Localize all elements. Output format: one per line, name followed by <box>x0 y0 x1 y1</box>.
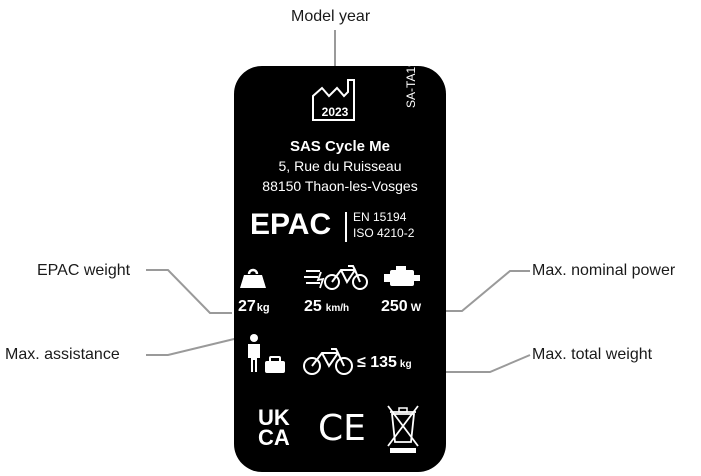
standard-en: EN 15194 <box>353 210 407 224</box>
person-icon <box>248 334 260 372</box>
annotation-max-nominal-power: Max. nominal power <box>532 262 676 279</box>
annotation-max-assistance: Max. assistance <box>5 346 120 363</box>
standard-iso: ISO 4210-2 <box>353 226 415 240</box>
epac-mark: EPAC <box>250 208 332 241</box>
annotation-epac-weight: EPAC weight <box>37 262 131 279</box>
weight-unit: kg <box>256 302 270 314</box>
speed-unit: km/h <box>325 303 350 314</box>
factory-icon <box>312 79 355 121</box>
ce-mark-icon: CE <box>318 408 366 449</box>
annotation-max-total-weight: Max. total weight <box>532 346 653 363</box>
pedal-bike-icon <box>304 265 368 290</box>
weight-value: 27kg <box>238 298 270 316</box>
reference-code: SA-TA192 <box>404 53 418 108</box>
leader-line-max-power <box>443 270 530 312</box>
total-weight-unit: kg <box>399 359 412 370</box>
leader-line-max-total-weight <box>445 354 531 373</box>
bike-icon <box>303 348 353 375</box>
total-weight-number: ≤ 135 <box>357 354 397 371</box>
speed-number: 25 <box>304 298 322 315</box>
address-line-1: 5, Rue du Ruisseau <box>278 158 402 174</box>
luggage-icon <box>265 356 285 373</box>
annotation-model-year: Model year <box>291 8 371 25</box>
ukca-mark-icon: UK CA <box>258 405 298 450</box>
epac-divider <box>345 212 347 242</box>
weight-icon <box>240 268 266 288</box>
ukca-bottom: CA <box>258 425 290 450</box>
leader-line-epac-weight <box>146 269 232 314</box>
power-unit: W <box>410 302 422 314</box>
weee-bin-icon <box>387 405 419 453</box>
model-year-value: 2023 <box>321 105 349 119</box>
ukca-top: UK <box>258 405 290 430</box>
address-line-2: 88150 Thaon-les-Vosges <box>262 178 418 194</box>
product-label: 2023 SA-TA192 SAS Cycle Me 5, Rue du Rui… <box>234 54 446 472</box>
motor-icon <box>384 266 420 286</box>
power-number: 250 <box>381 298 408 315</box>
company-name: SAS Cycle Me <box>289 138 391 155</box>
weight-number: 27 <box>238 298 256 315</box>
